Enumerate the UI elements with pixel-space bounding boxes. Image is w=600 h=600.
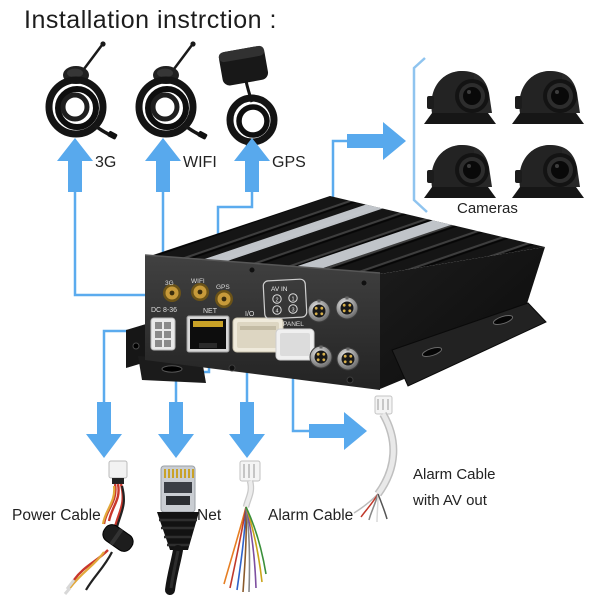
svg-text:4: 4 xyxy=(275,308,278,314)
alarm-cable-photo xyxy=(223,460,267,593)
panel-label-io: I/O xyxy=(245,311,255,318)
svg-text:3: 3 xyxy=(291,307,294,313)
dvr-unit: 3G WIFI GPS DC 8-36 NET I/O xyxy=(126,196,547,390)
av-in-ports: AV IN 2 1 4 3 xyxy=(262,278,308,320)
net-port xyxy=(186,315,230,353)
arrow-right-avout xyxy=(309,412,367,450)
avout-cable-photo xyxy=(353,395,398,523)
panel-label-net: NET xyxy=(203,308,218,315)
dvr-mount-flange xyxy=(391,302,547,387)
panel-label-dc: DC 8-36 xyxy=(151,307,177,314)
panel-label-3g: 3G xyxy=(165,280,174,287)
label-power-cable: Power Cable xyxy=(12,507,101,524)
net-cable-photo xyxy=(157,465,199,595)
label-alarm-av-out: Alarm Cable with AV out xyxy=(413,462,496,514)
arrow-down-alarm xyxy=(229,402,265,458)
label-alarm-cable: Alarm Cable xyxy=(268,507,354,524)
power-cable-photo xyxy=(63,460,134,595)
label-alarm-av-out-line1: Alarm Cable xyxy=(413,466,496,483)
camera-photo-2 xyxy=(512,71,584,124)
panel-label-wifi: WIFI xyxy=(191,278,205,285)
arrow-up-wifi xyxy=(145,138,181,192)
antenna-wifi-photo xyxy=(139,41,208,140)
label-alarm-av-out-line2: with AV out xyxy=(413,492,487,509)
camera-photo-3 xyxy=(424,145,496,198)
aviation-connector-4 xyxy=(336,347,360,371)
camera-photo-1 xyxy=(424,71,496,124)
antenna-gps-photo xyxy=(218,45,278,152)
sma-connector-wifi xyxy=(191,283,209,301)
sma-connector-gps xyxy=(215,290,233,308)
label-wifi: WIFI xyxy=(183,154,217,171)
camera-photo-4 xyxy=(512,145,584,198)
panel-label-av-in: AV IN xyxy=(271,286,288,293)
io-connector xyxy=(232,317,284,353)
line-avout-cable xyxy=(291,354,309,433)
arrow-up-3g xyxy=(57,138,93,192)
label-3g: 3G xyxy=(95,154,117,171)
arrow-down-net xyxy=(158,402,194,458)
arrow-up-gps xyxy=(234,138,270,192)
cameras-bracket-line xyxy=(412,57,428,213)
aviation-connector-3 xyxy=(309,345,333,369)
arrow-right-cameras xyxy=(347,122,406,160)
svg-text:2: 2 xyxy=(275,297,278,303)
panel-label-panel: PANEL xyxy=(283,321,304,328)
label-cameras: Cameras xyxy=(457,200,518,217)
svg-text:1: 1 xyxy=(291,296,294,302)
antenna-3g-photo xyxy=(49,41,118,140)
aviation-connector-1 xyxy=(307,299,331,323)
aviation-connector-2 xyxy=(335,296,359,320)
line-3g-antenna xyxy=(73,192,166,297)
power-connector xyxy=(150,317,176,351)
panel-connector xyxy=(275,328,315,361)
arrow-down-power xyxy=(86,402,122,458)
label-net: Net xyxy=(197,507,222,524)
label-gps: GPS xyxy=(272,154,306,171)
panel-label-gps: GPS xyxy=(216,284,230,291)
sma-connector-3g xyxy=(163,284,181,302)
page-title: Installation instrction : xyxy=(24,6,277,34)
